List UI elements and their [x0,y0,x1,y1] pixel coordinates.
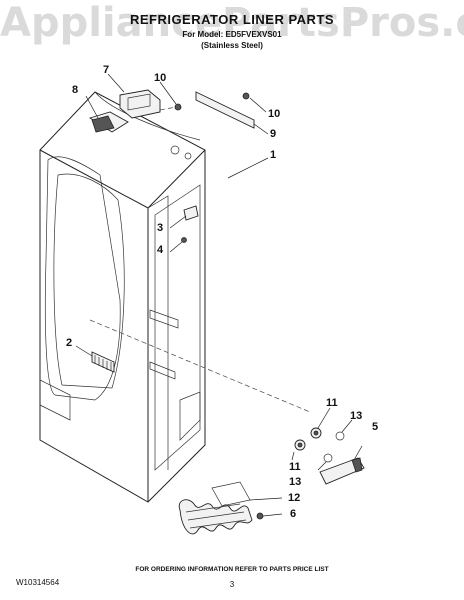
part-5-cover [319,445,365,485]
callout-11-b: 11 [289,461,301,473]
document-number: W10314564 [16,578,60,587]
model-line: For Model: ED5FVEXVS01 [182,30,282,39]
liner-assembly [39,91,206,503]
watermark: AppliancePartsPros.com [0,0,464,46]
callout-8: 8 [72,84,79,96]
callout-13-a: 13 [350,410,363,422]
callout-6: 6 [290,508,297,520]
part-9-trim [195,91,269,135]
callout-5: 5 [372,421,379,433]
part-10-screw-b [242,92,267,113]
part-13-lower [317,453,333,471]
part-8-control [85,95,129,133]
callout-3: 3 [157,222,164,234]
callout-4: 4 [157,244,164,256]
callout-13-b: 13 [289,476,302,488]
callout-7: 7 [103,64,110,76]
callout-1: 1 [270,149,277,161]
finish-line: (Stainless Steel) [201,41,263,50]
callout-11-a: 11 [326,397,338,409]
ordering-notice: FOR ORDERING INFORMATION REFER TO PARTS … [135,566,329,573]
part-6-screw [256,512,283,520]
callout-9: 9 [270,128,277,140]
part-13-upper [335,419,353,441]
callout-12: 12 [288,492,301,504]
callout-10-a: 10 [154,72,167,84]
part-11-upper [310,407,331,439]
part-7-bracket [107,73,161,119]
part-3-clip [169,205,199,229]
part-12-coil [178,481,283,535]
part-10-screw-a [159,81,182,111]
page-number: 3 [229,580,235,589]
callout-10-b: 10 [268,108,281,120]
part-4-screw [169,237,187,253]
part-11-lower [291,439,306,461]
callout-2: 2 [66,337,73,349]
leader-1 [227,157,269,179]
part-2-grille [75,345,115,373]
page-title: REFRIGERATOR LINER PARTS [129,12,335,27]
